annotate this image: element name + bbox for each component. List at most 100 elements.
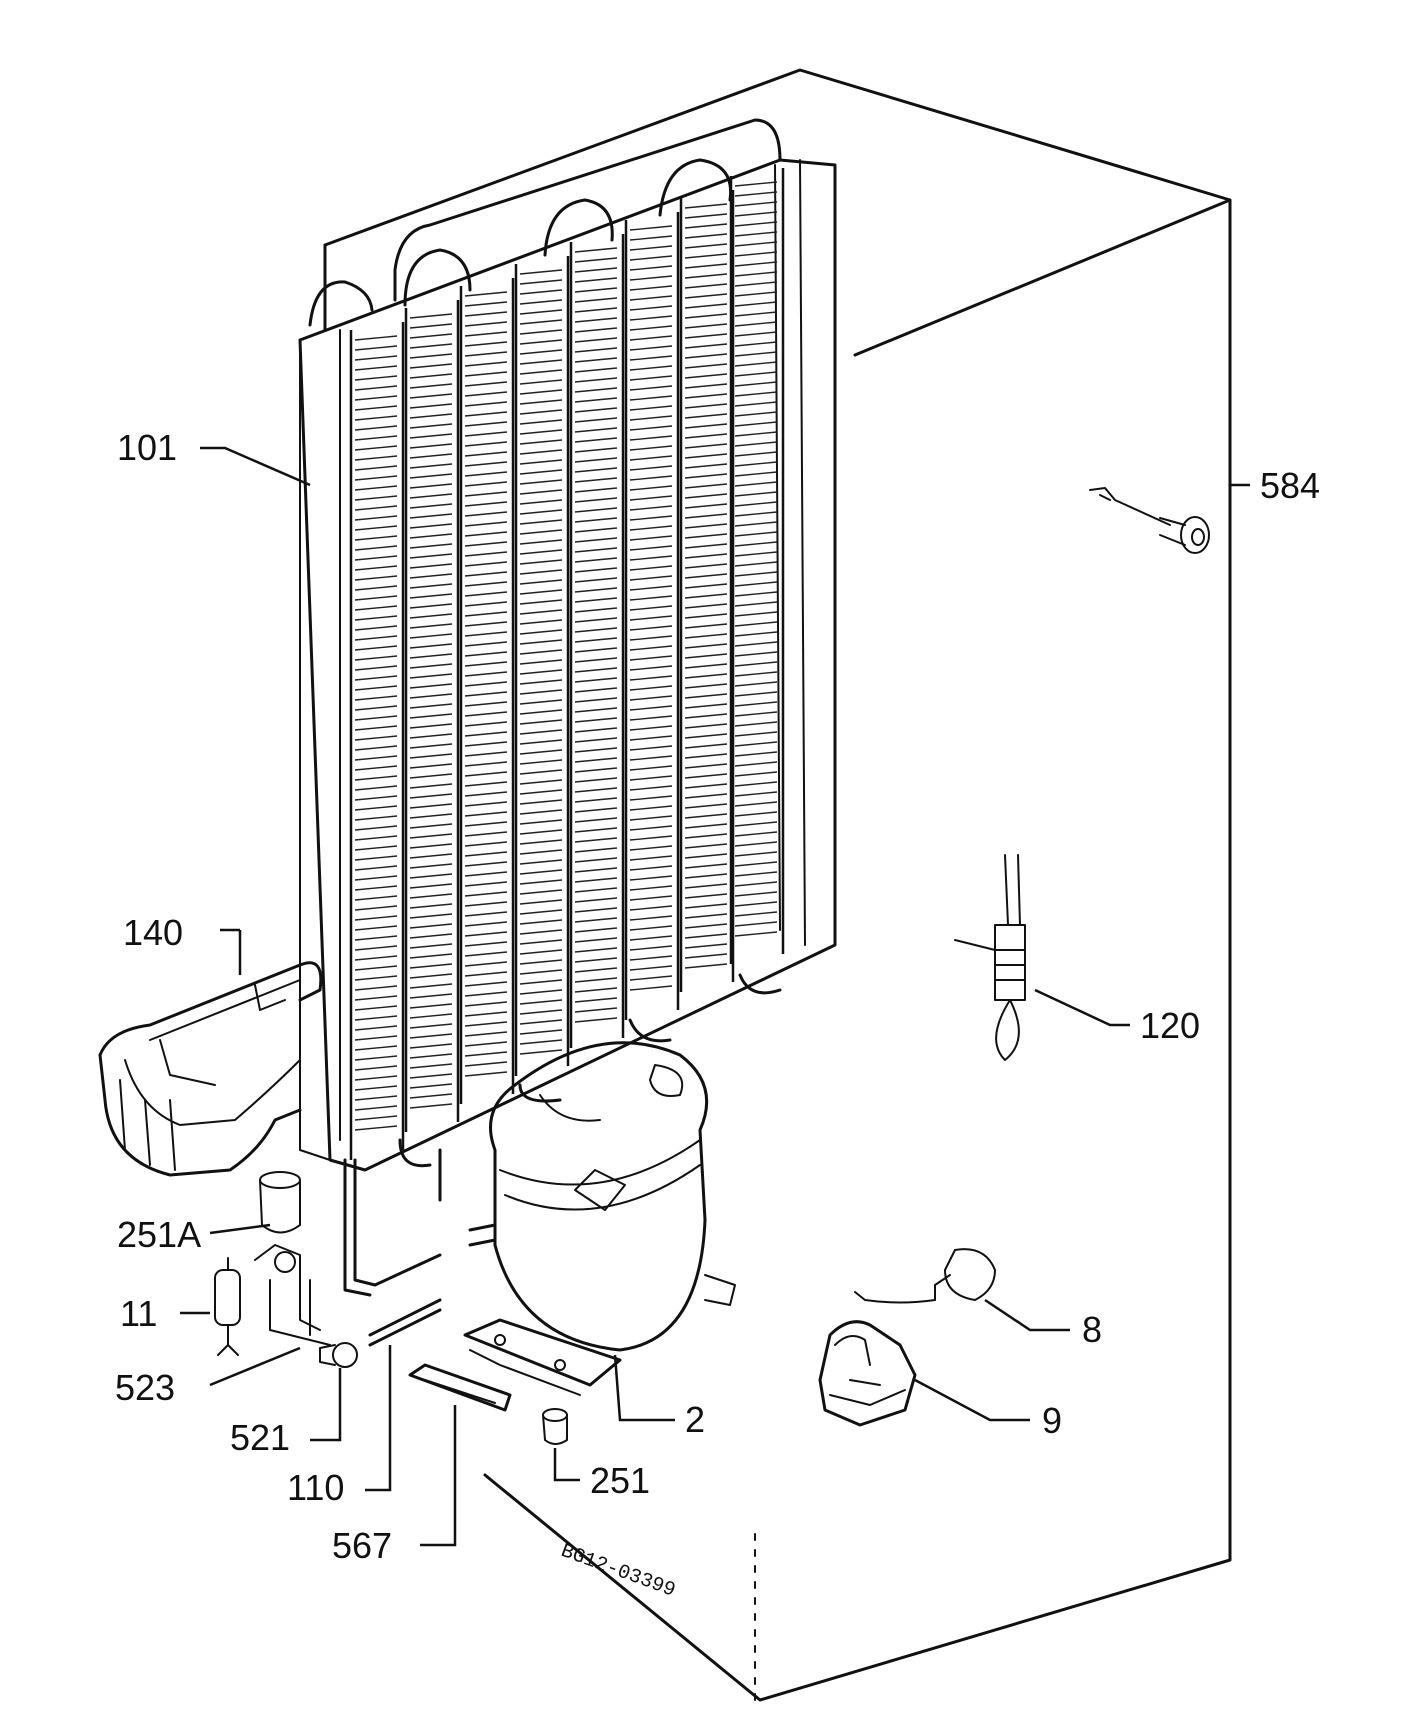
fin-line bbox=[574, 747, 618, 753]
fin-line bbox=[734, 301, 778, 307]
fin-line bbox=[734, 621, 778, 627]
fin-line bbox=[519, 679, 563, 685]
fin-line bbox=[629, 555, 673, 561]
fin-line bbox=[574, 707, 618, 713]
fin-line bbox=[629, 595, 673, 601]
fin-line bbox=[629, 635, 673, 641]
fin-line bbox=[734, 571, 778, 577]
fin-line bbox=[354, 495, 398, 501]
fin-line bbox=[519, 759, 563, 765]
fin-line bbox=[684, 833, 728, 839]
fin-line bbox=[409, 423, 453, 429]
fin-line bbox=[684, 723, 728, 729]
fin-line bbox=[684, 653, 728, 659]
fin-line bbox=[354, 705, 398, 711]
fin-line bbox=[354, 1125, 398, 1131]
fin-line bbox=[409, 793, 453, 799]
fin-line bbox=[684, 243, 728, 249]
fin-line bbox=[409, 573, 453, 579]
fin-line bbox=[464, 961, 508, 967]
fin-line bbox=[354, 535, 398, 541]
fin-line bbox=[519, 1049, 563, 1055]
fin-line bbox=[464, 291, 508, 297]
fin-line bbox=[354, 1005, 398, 1011]
fin-line bbox=[519, 1009, 563, 1015]
fin-line bbox=[734, 361, 778, 367]
part-grommet-251A: 251A bbox=[117, 1171, 301, 1255]
fin-line bbox=[684, 823, 728, 829]
fin-line bbox=[409, 443, 453, 449]
fin-line bbox=[684, 333, 728, 339]
fin-line bbox=[574, 487, 618, 493]
fin-line bbox=[409, 1033, 453, 1039]
fin-line bbox=[409, 753, 453, 759]
fin-line bbox=[734, 471, 778, 477]
fin-line bbox=[464, 541, 508, 547]
fin-line bbox=[684, 643, 728, 649]
fin-line bbox=[409, 933, 453, 939]
fin-line bbox=[574, 567, 618, 573]
fin-line bbox=[409, 1043, 453, 1049]
fin-line bbox=[629, 335, 673, 341]
fin-line bbox=[684, 213, 728, 219]
part-bracket-567: 567 bbox=[332, 1363, 512, 1566]
fin-line bbox=[684, 663, 728, 669]
fin-line bbox=[684, 683, 728, 689]
fin-line bbox=[354, 855, 398, 861]
callout-label: 101 bbox=[117, 427, 177, 468]
fin-line bbox=[574, 827, 618, 833]
fin-line bbox=[519, 329, 563, 335]
fin-line bbox=[519, 359, 563, 365]
fin-line bbox=[464, 691, 508, 697]
fin-line bbox=[354, 615, 398, 621]
callout-label: 2 bbox=[685, 1399, 705, 1440]
fin-line bbox=[409, 503, 453, 509]
fin-line bbox=[464, 391, 508, 397]
fin-line bbox=[629, 645, 673, 651]
fin-line bbox=[409, 763, 453, 769]
fin-line bbox=[519, 609, 563, 615]
fin-line bbox=[629, 295, 673, 301]
fin-line bbox=[629, 315, 673, 321]
fin-line bbox=[519, 469, 563, 475]
fin-line bbox=[734, 721, 778, 727]
fin-line bbox=[354, 645, 398, 651]
fin-line bbox=[684, 743, 728, 749]
fin-line bbox=[574, 637, 618, 643]
fin-line bbox=[354, 805, 398, 811]
fin-line bbox=[354, 635, 398, 641]
fin-line bbox=[684, 353, 728, 359]
fin-line bbox=[734, 791, 778, 797]
fin-line bbox=[409, 783, 453, 789]
fin-line bbox=[684, 493, 728, 499]
fin-line bbox=[464, 611, 508, 617]
fin-line bbox=[354, 665, 398, 671]
fin-line bbox=[734, 521, 778, 527]
fin-line bbox=[629, 535, 673, 541]
fin-line bbox=[464, 681, 508, 687]
fin-line bbox=[684, 913, 728, 919]
fin-line bbox=[684, 543, 728, 549]
fin-line bbox=[354, 695, 398, 701]
fin-line bbox=[354, 1035, 398, 1041]
fin-line bbox=[734, 431, 778, 437]
fin-line bbox=[684, 313, 728, 319]
fin-line bbox=[409, 1053, 453, 1059]
fin-line bbox=[519, 839, 563, 845]
fin-line bbox=[734, 481, 778, 487]
fin-line bbox=[574, 847, 618, 853]
fin-line bbox=[629, 345, 673, 351]
fin-line bbox=[409, 473, 453, 479]
fin-line bbox=[684, 513, 728, 519]
fin-line bbox=[629, 395, 673, 401]
fin-line bbox=[684, 633, 728, 639]
fin-line bbox=[519, 569, 563, 575]
fin-line bbox=[629, 225, 673, 231]
fin-line bbox=[354, 1055, 398, 1061]
fin-line bbox=[354, 985, 398, 991]
fin-line bbox=[629, 585, 673, 591]
fin-line bbox=[734, 491, 778, 497]
fin-line bbox=[734, 781, 778, 787]
fin-line bbox=[519, 479, 563, 485]
